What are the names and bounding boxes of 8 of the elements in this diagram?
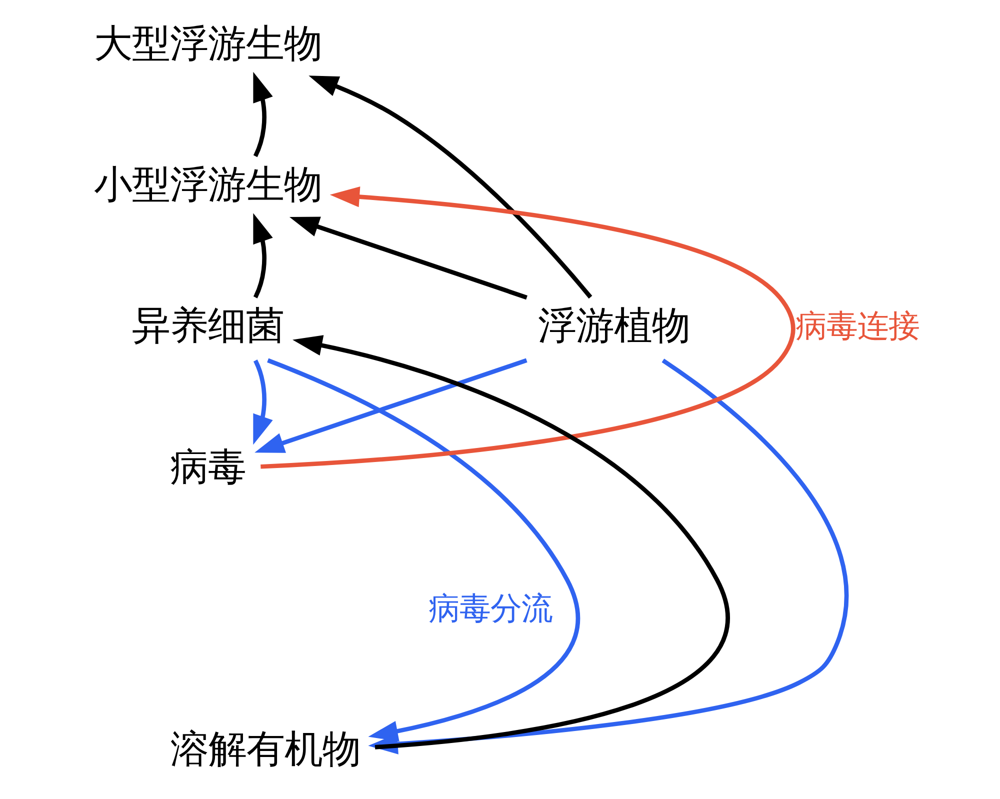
node-text: 大型浮游生物: [94, 21, 322, 66]
label: 病毒分流: [428, 590, 552, 627]
node-text: 异养细菌: [132, 304, 284, 349]
edge-label: 病毒连接: [794, 308, 919, 345]
node-text: 浮游植物: [538, 304, 690, 349]
node-text: 小型浮游生物: [94, 162, 322, 208]
node-text: 溶解有机物: [170, 727, 360, 772]
node-text: 病毒: [170, 444, 246, 490]
